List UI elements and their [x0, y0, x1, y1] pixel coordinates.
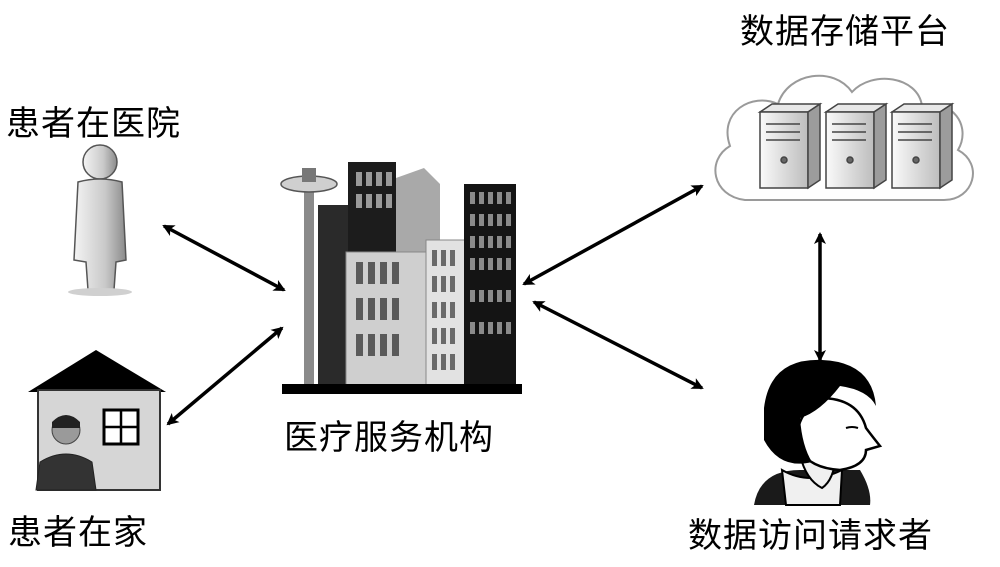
arrow-hospital-to-org [162, 224, 286, 292]
arrows [162, 184, 826, 426]
house-with-person-icon [28, 350, 166, 491]
medical-org-label: 医疗服务机构 [284, 418, 494, 458]
arrow-home-to-org [166, 326, 284, 426]
arrow-org-to-storage [522, 184, 704, 286]
city-buildings-icon [280, 162, 522, 394]
patient-hospital-label: 患者在医院 [6, 104, 181, 144]
cloud-servers-icon [714, 74, 974, 201]
patient-home-label: 患者在家 [8, 513, 148, 553]
storage-platform-label: 数据存储平台 [740, 12, 950, 52]
data-requester-label: 数据访问请求者 [688, 516, 933, 556]
arrow-org-to-requester [532, 300, 704, 390]
person-head-icon [754, 359, 883, 506]
standing-person-icon [68, 144, 132, 296]
